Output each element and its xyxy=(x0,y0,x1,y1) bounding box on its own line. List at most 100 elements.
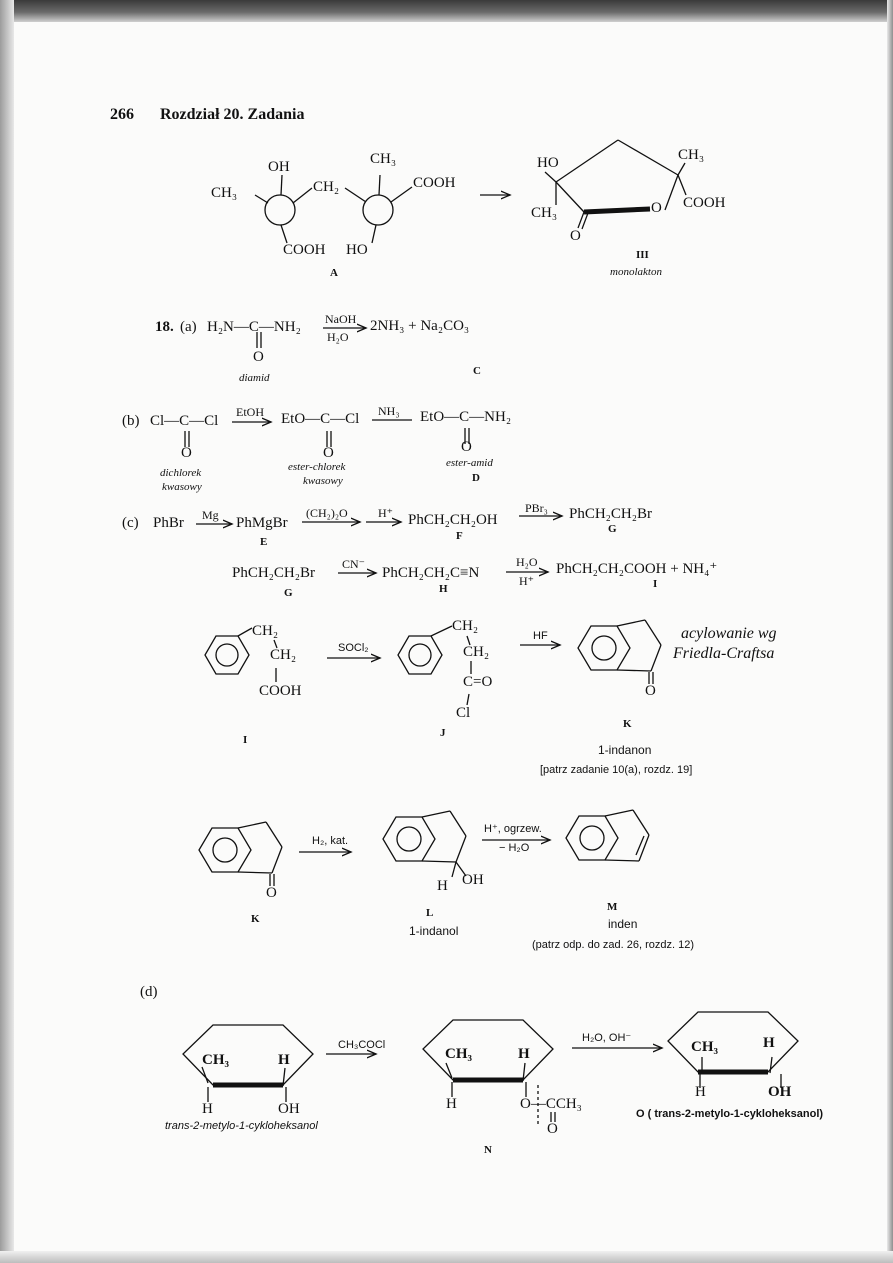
compound-label-f: F xyxy=(456,530,463,542)
compound-label-d: D xyxy=(472,472,480,484)
compound-name-diamid: diamid xyxy=(239,372,270,384)
stereo-circle-1 xyxy=(264,194,296,226)
compound-name-inden: inden xyxy=(608,917,638,931)
label-oh: OH xyxy=(462,872,484,888)
compound-label-i: I xyxy=(243,734,248,746)
cross-reference: [patrz zadanie 10(a), rozdz. 19] xyxy=(540,764,693,776)
label-h: H xyxy=(437,878,448,894)
label-ch2: CH₂ xyxy=(313,179,340,195)
label-ho: HO xyxy=(346,242,368,258)
label-cooh: COOH xyxy=(683,195,726,211)
compound-name: dichlorek xyxy=(160,467,202,479)
reagent-hydrolysis: H₂O, OH⁻ xyxy=(582,1032,632,1044)
annotation-friedel-crafts: Friedla-Craftsa xyxy=(673,645,775,662)
compound-name: kwasowy xyxy=(162,481,202,493)
compound-label-iii: III xyxy=(636,249,649,261)
compound-label-g: G xyxy=(284,587,293,599)
compound-label-e: E xyxy=(260,536,268,548)
carbonyl-o: O xyxy=(266,885,277,901)
compound-name-indanon: 1-indanon xyxy=(598,743,652,757)
reagent-cyanide: CN⁻ xyxy=(342,557,366,571)
reagent-minus-water: − H₂O xyxy=(499,842,530,854)
label-ch2: CH₂ xyxy=(463,644,490,660)
product-bromide: PhCH₂CH₂Br xyxy=(569,506,652,522)
label-ch2: CH₂ xyxy=(452,618,479,634)
label-ring-o: O xyxy=(651,200,662,216)
label-cooh: COOH xyxy=(413,175,456,191)
reagent-hf: HF xyxy=(533,630,548,642)
reagent-acetyl-chloride: CH₃COCl xyxy=(338,1039,386,1051)
compound-name: trans-2-metylo-1-cykloheksanol xyxy=(165,1120,318,1132)
compound-label-c: C xyxy=(473,365,481,377)
reagent-h-plus: H⁺ xyxy=(519,574,534,588)
intermediate-phmgbr: PhMgBr xyxy=(236,515,288,531)
intermediate-ester-chlorek: EtO—C—Cl xyxy=(281,411,360,427)
reagent-pbr3: PBr₃ xyxy=(525,501,548,515)
carbonyl-o: O xyxy=(461,439,472,455)
part-d-label: (d) xyxy=(140,984,158,1000)
compound-label-m: M xyxy=(607,901,618,913)
part-a-label: (a) xyxy=(180,319,197,335)
reactant-dichlorek: Cl—C—Cl xyxy=(150,413,219,429)
compound-label-l: L xyxy=(426,907,434,919)
page-number: 266 xyxy=(110,106,134,123)
chapter-title: Rozdział 20. Zadania xyxy=(160,106,305,123)
compound-name: kwasowy xyxy=(303,475,343,487)
label-h: H xyxy=(202,1101,213,1117)
label-h: H xyxy=(695,1084,706,1100)
stereo-circle-2 xyxy=(362,194,394,226)
scan-right-edge xyxy=(887,0,893,1263)
label-h: H xyxy=(446,1096,457,1112)
compound-label-n: N xyxy=(484,1144,492,1156)
label-oh: OH xyxy=(768,1084,792,1100)
annotation-acylation: acylowanie wg xyxy=(681,625,777,642)
compound-label-k: K xyxy=(251,913,260,925)
compound-name-product-o: O ( trans-2-metylo-1-cykloheksanol) xyxy=(636,1108,824,1120)
scan-bottom-edge xyxy=(0,1251,893,1263)
label-h: H xyxy=(278,1052,290,1068)
scan-left-edge xyxy=(0,0,14,1263)
compound-label-i: I xyxy=(653,578,658,590)
carbonyl-o: O xyxy=(253,349,264,365)
compound-name: ester-chlorek xyxy=(288,461,346,473)
reagent-oxirane: (CH₂)₂O xyxy=(306,506,348,520)
reagent-nh3: NH₃ xyxy=(378,404,400,418)
reagent-socl2: SOCl₂ xyxy=(338,642,369,654)
cross-reference: (patrz odp. do zad. 26, rozdz. 12) xyxy=(532,939,695,951)
reagent-etoh: EtOH xyxy=(236,405,264,419)
label-ch3: CH₃ xyxy=(211,185,238,201)
reagent-h2o: H₂O xyxy=(327,330,349,344)
label-carbonyl-o: O xyxy=(570,228,581,244)
label-cooh: COOH xyxy=(259,683,302,699)
reagent-h2o: H₂O xyxy=(516,555,538,569)
label-ch3: CH₃ xyxy=(678,147,705,163)
compound-label-k: K xyxy=(623,718,632,730)
compound-label-j: J xyxy=(440,727,446,739)
compound-name: ester-amid xyxy=(446,457,493,469)
product-acid: PhCH₂CH₂COOH + NH₄⁺ xyxy=(556,561,718,577)
label-ch3: CH₃ xyxy=(370,151,397,167)
reactant-phbr: PhBr xyxy=(153,515,184,531)
label-cl: Cl xyxy=(456,705,471,721)
compound-name-monolakton: monolakton xyxy=(610,266,662,278)
label-oh: OH xyxy=(268,159,290,175)
intermediate-nitrile: PhCH₂CH₂C≡N xyxy=(382,565,480,581)
reagent-mg: Mg xyxy=(202,508,219,522)
compound-name-indanol: 1-indanol xyxy=(409,924,459,938)
reactant-diamid: H₂N—C—NH₂ xyxy=(207,319,301,335)
label-h: H xyxy=(763,1035,775,1051)
label-oh: OH xyxy=(278,1101,300,1117)
intermediate-alcohol: PhCH₂CH₂OH xyxy=(408,512,498,528)
compound-label-h: H xyxy=(439,583,448,595)
carbonyl-o: O xyxy=(181,445,192,461)
reagent-naoh: NaOH xyxy=(325,312,357,326)
reactant-bromide: PhCH₂CH₂Br xyxy=(232,565,315,581)
compound-label-g: G xyxy=(608,523,617,535)
label-acyl-carbonyl: C=O xyxy=(463,674,493,690)
products-a: 2NH₃ + Na₂CO₃ xyxy=(370,318,470,334)
reagent-h-plus: H⁺ xyxy=(378,506,393,520)
label-ch2: CH₂ xyxy=(270,647,297,663)
label-ch3: CH₃ xyxy=(531,205,558,221)
